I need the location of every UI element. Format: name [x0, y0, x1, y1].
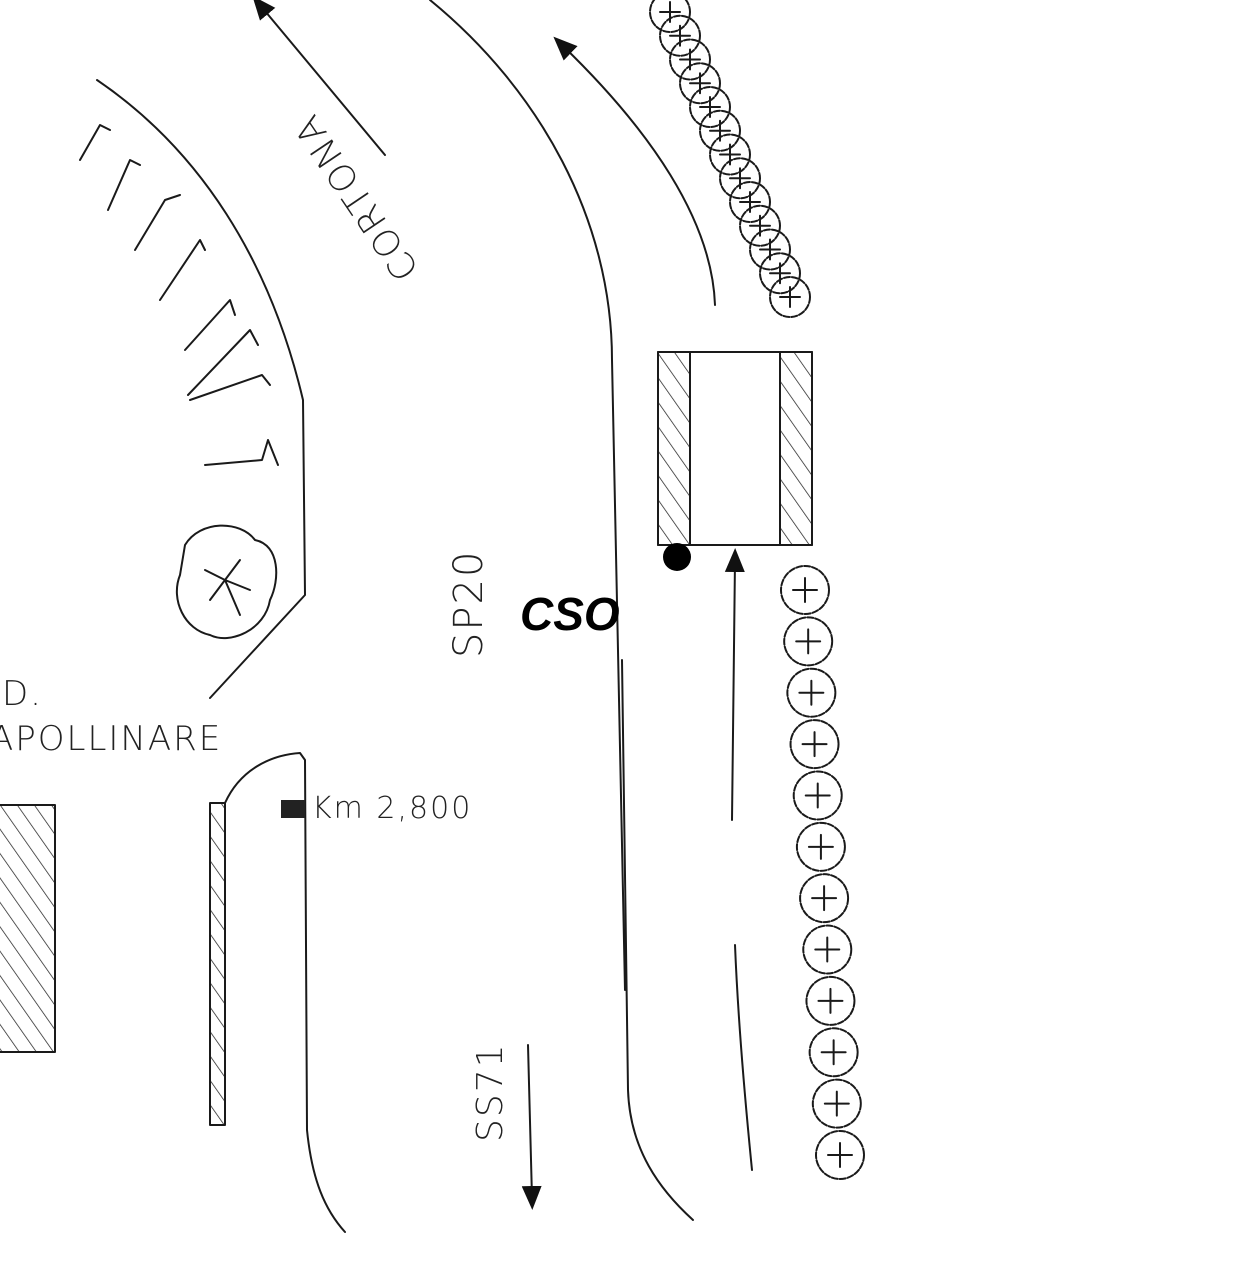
bush-detail	[795, 628, 822, 655]
bush-icon	[749, 228, 791, 271]
bush-icon	[808, 1027, 859, 1078]
side-road-edge	[224, 752, 346, 1233]
bush-icon	[709, 133, 751, 176]
bush-detail	[798, 679, 825, 706]
bush-icon	[769, 276, 811, 318]
bush-icon	[815, 1130, 865, 1180]
label-sp20: SP20	[446, 550, 492, 658]
bush-detail	[817, 987, 844, 1014]
bush-icon	[719, 157, 761, 200]
bush-icon	[795, 821, 846, 872]
bush-icon	[669, 38, 711, 81]
bush-detail	[814, 936, 841, 963]
bush-icon	[679, 62, 721, 105]
label-cortona: CORTONA	[286, 106, 427, 288]
bush-icon	[799, 873, 850, 924]
centre-road-edge	[429, 0, 694, 1221]
lane-line	[734, 944, 753, 1171]
bush-detail	[779, 286, 801, 308]
bush-icon	[689, 86, 731, 128]
bush-icon	[729, 181, 771, 223]
bush-detail	[823, 1090, 850, 1117]
bush-detail	[807, 833, 834, 860]
label-locality-1: D.	[2, 674, 43, 714]
bush-icon	[789, 719, 840, 770]
label-ss: SS71	[470, 1042, 511, 1142]
bush-icon	[739, 204, 781, 247]
bush-icon	[811, 1078, 862, 1129]
bush-icon	[649, 0, 691, 33]
km-marker-post	[281, 800, 305, 818]
label-locality-2: APOLLINARE	[0, 719, 222, 759]
left-road-edge	[96, 79, 306, 699]
flow-arrow-north	[553, 36, 716, 306]
hedge-upper	[649, 0, 811, 318]
bush-detail	[820, 1039, 847, 1066]
bush-icon	[759, 252, 801, 295]
bush-icon	[780, 565, 830, 615]
hedge-lower	[780, 565, 865, 1180]
bush-icon	[802, 924, 853, 975]
building-hatched	[0, 804, 56, 1053]
parking-stalls	[79, 124, 279, 466]
stop-dot	[663, 543, 691, 571]
bush-icon	[792, 770, 843, 821]
label-cso: CSO	[520, 588, 620, 640]
bush-icon	[786, 667, 837, 718]
flow-arrow-north-lower	[724, 548, 745, 821]
sidewalk-strip	[209, 802, 226, 1126]
bush-detail	[792, 577, 818, 603]
bush-detail	[811, 885, 838, 912]
bush-detail	[804, 782, 831, 809]
label-km-marker: Km 2,800	[312, 791, 472, 826]
bush-icon	[659, 14, 701, 57]
bush-icon	[783, 616, 834, 667]
bush-detail	[827, 1142, 853, 1168]
arrow-to-cortona	[252, 0, 386, 156]
bush-detail	[801, 731, 828, 758]
shelter-structure	[657, 351, 813, 546]
bush-icon	[805, 975, 856, 1026]
bush-icon	[699, 109, 741, 152]
flow-arrow-south	[521, 1044, 542, 1210]
tree-icon	[175, 524, 278, 640]
